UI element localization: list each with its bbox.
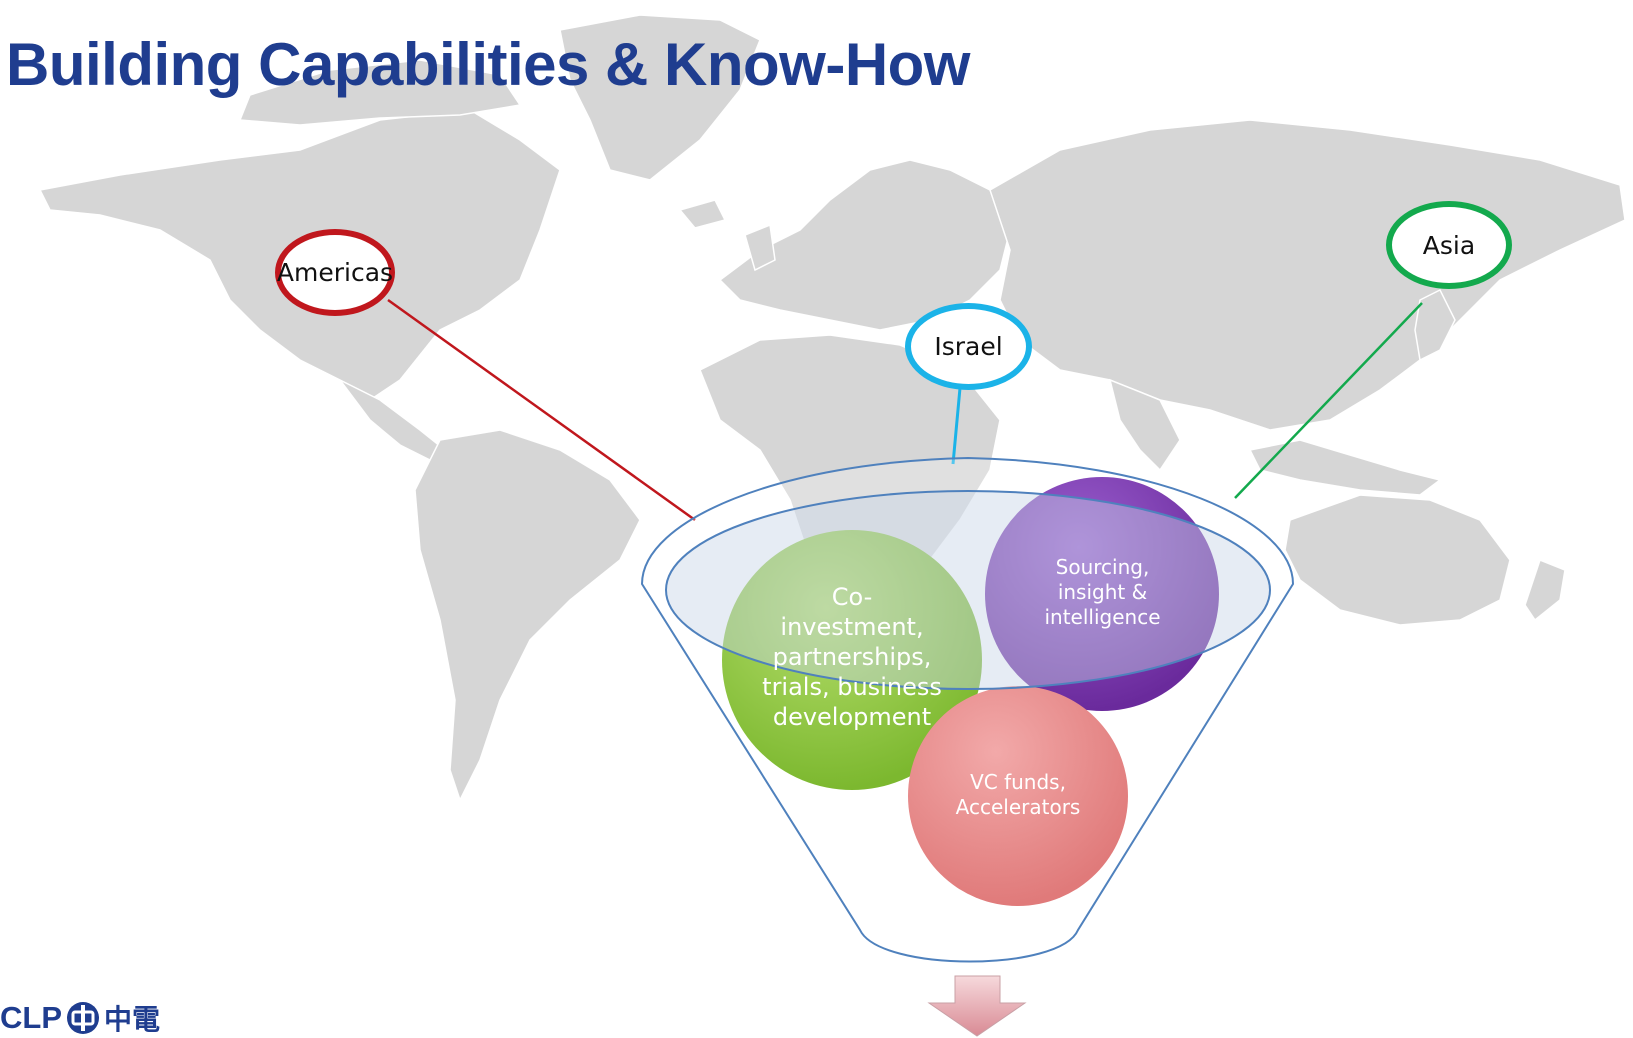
logo-chinese-text: 中電 <box>104 1003 161 1036</box>
sourcing-bubble-label: Sourcing, insight & intelligence <box>1044 555 1161 629</box>
down-arrow-icon <box>927 975 1027 1037</box>
india-landmass <box>1108 378 1181 472</box>
vc-bubble <box>908 686 1128 906</box>
new-zealand-landmass <box>1524 559 1566 622</box>
israel-region-label: Israel <box>905 303 1032 390</box>
asia-connector-line <box>1234 302 1423 499</box>
south-america-landmass <box>414 429 641 802</box>
iceland-landmass <box>678 199 727 229</box>
coinvestment-bubble-label: Co- investment, partnerships, trials, bu… <box>762 583 942 731</box>
funnel-top-ellipse <box>665 490 1271 690</box>
australia-landmass <box>1284 494 1511 626</box>
clp-emblem-icon <box>67 1002 99 1034</box>
sourcing-bubble <box>985 477 1219 711</box>
israel-connector-line <box>951 387 962 465</box>
americas-connector-line <box>387 298 696 522</box>
americas-region-label: Americas <box>275 229 395 316</box>
vc-bubble-label: VC funds, Accelerators <box>955 770 1081 819</box>
clp-logo: CLP 中電 <box>0 1000 160 1036</box>
greenland-landmass <box>559 14 761 181</box>
asia-region-label: Asia <box>1386 201 1512 289</box>
uk-landmass <box>744 223 776 272</box>
arctic-islands-landmass <box>238 59 522 126</box>
page-title: Building Capabilities & Know-How <box>6 31 970 98</box>
coinvestment-bubble <box>722 530 982 790</box>
japan-landmass <box>1414 288 1456 362</box>
southeast-asia-islands-landmass <box>1248 439 1442 496</box>
logo-latin-text: CLP <box>0 1000 62 1035</box>
